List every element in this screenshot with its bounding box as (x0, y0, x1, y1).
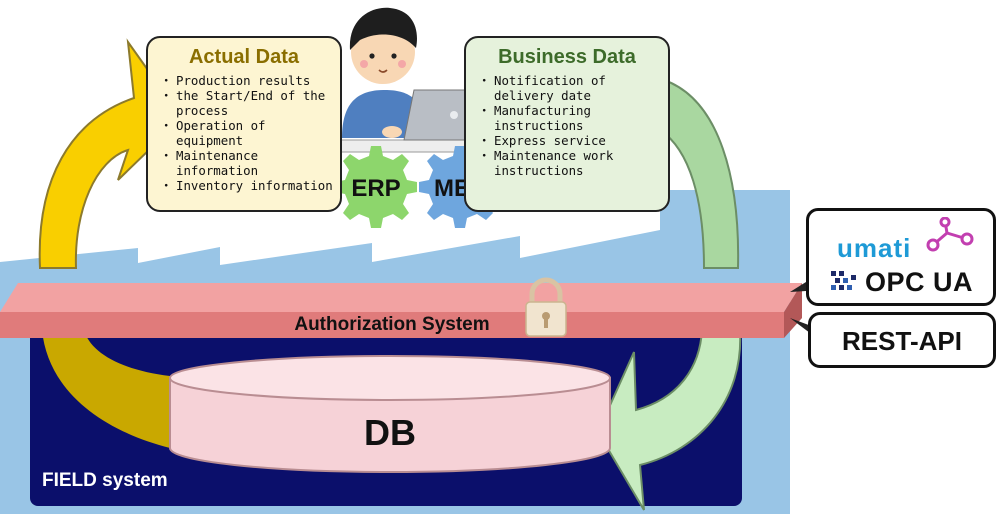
list-item: Operation of equipment (160, 118, 334, 148)
network-nodes-icon (926, 217, 974, 252)
authorization-label: Authorization System (294, 314, 490, 335)
opcua-pixel-icon (831, 271, 856, 290)
db-cylinder-top (169, 355, 611, 401)
db-cylinder-body (169, 377, 611, 473)
business-data-list: Notification of delivery date Manufactur… (466, 73, 668, 178)
erp-label: ERP (351, 175, 400, 202)
opcua-logo-text: OPC UA (865, 267, 974, 297)
list-item: Inventory information (160, 178, 334, 193)
actual-data-list: Production results the Start/End of the … (148, 73, 340, 193)
umati-opcua-badge: umati OPC UA (806, 208, 996, 306)
rest-api-badge: REST-API (808, 312, 996, 368)
auth-bar-side (784, 283, 802, 338)
padlock-icon (525, 277, 567, 337)
list-item: Manufacturing instructions (478, 103, 662, 133)
business-data-box: Business Data Notification of delivery d… (464, 36, 670, 212)
yellow-arrow-lower (42, 330, 170, 448)
actual-data-title: Actual Data (188, 46, 300, 68)
list-item: the Start/End of the process (160, 88, 334, 118)
field-system-label: FIELD system (42, 470, 168, 491)
rest-api-label: REST-API (842, 326, 962, 356)
list-item: Maintenance work instructions (478, 148, 662, 178)
business-data-title: Business Data (498, 46, 636, 68)
green-arrow-lower (596, 329, 742, 511)
auth-bar-front (0, 312, 784, 338)
list-item: Notification of delivery date (478, 73, 662, 103)
list-item: Production results (160, 73, 334, 88)
auth-bar-top (0, 283, 802, 312)
actual-data-box: Actual Data Production results the Start… (146, 36, 342, 212)
green-arrow-upper (658, 78, 740, 269)
list-item: Maintenance information (160, 148, 334, 178)
db-label: DB (364, 412, 416, 453)
list-item: Express service (478, 133, 662, 148)
erp-gear-icon: ERP (335, 146, 417, 228)
umati-logo-text: umati (837, 233, 912, 263)
